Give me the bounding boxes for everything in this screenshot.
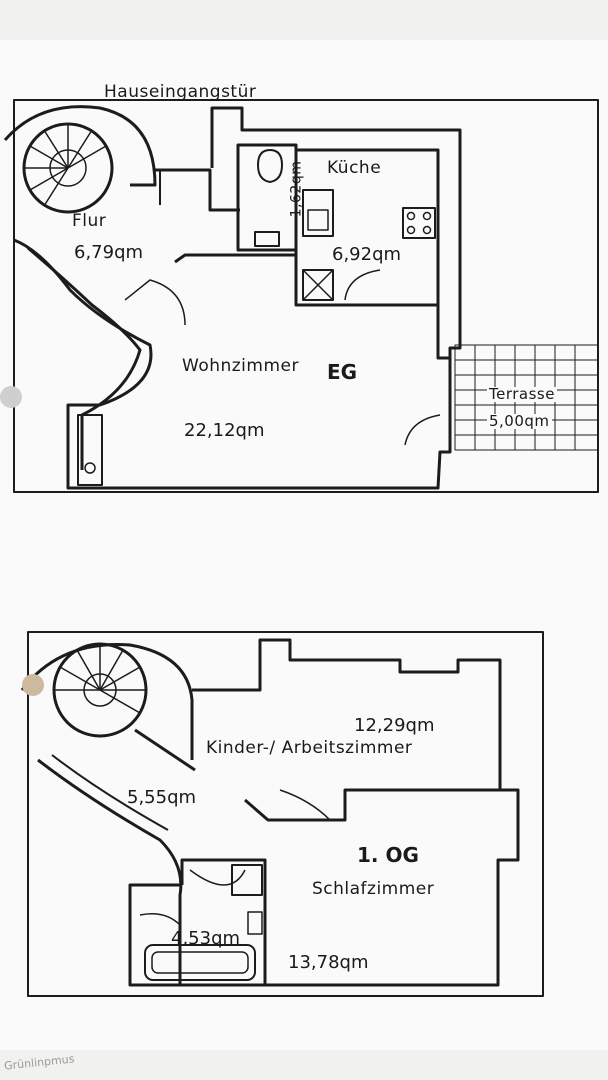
room-name-kueche: Küche xyxy=(327,158,382,178)
eg-stair-outline xyxy=(3,105,157,187)
room-area-terrasse: 5,00qm xyxy=(487,412,552,430)
eg-frame xyxy=(13,99,599,493)
room-name-terrasse: Terrasse xyxy=(487,385,557,403)
room-name-flur: Flur xyxy=(72,211,107,231)
room-area-kinderzimmer: 12,29qm xyxy=(354,715,435,736)
bath-area-eg: 1,62qm xyxy=(288,160,305,218)
eg-bathroom xyxy=(236,143,298,252)
room-area-wohnzimmer: 22,12qm xyxy=(184,420,265,441)
og-stair-outline xyxy=(20,643,194,760)
punch-hole xyxy=(0,386,22,408)
eg-kitchen xyxy=(294,148,440,307)
punch-hole xyxy=(22,674,44,696)
level-label-eg: EG xyxy=(327,360,358,384)
og-bathtub xyxy=(144,944,256,981)
og-outer-wall xyxy=(128,638,520,987)
eg-inner-wall xyxy=(27,246,142,470)
bath-area-og: 4,53qm xyxy=(171,928,241,949)
room-area-schlafzimmer: 13,78qm xyxy=(288,952,369,973)
og-frame xyxy=(27,631,544,997)
og-curved-wall xyxy=(37,758,183,985)
room-name-wohnzimmer: Wohnzimmer xyxy=(182,356,299,376)
room-area-flur-og: 5,55qm xyxy=(127,787,197,808)
room-name-kinderzimmer: Kinder-/ Arbeitszimmer xyxy=(206,738,413,758)
room-area-kueche: 6,92qm xyxy=(332,244,402,265)
room-name-schlafzimmer: Schlafzimmer xyxy=(312,879,435,899)
level-label-og: 1. OG xyxy=(357,843,419,867)
entrance-label: Hauseingangstür xyxy=(104,82,257,102)
room-area-flur: 6,79qm xyxy=(74,242,144,263)
